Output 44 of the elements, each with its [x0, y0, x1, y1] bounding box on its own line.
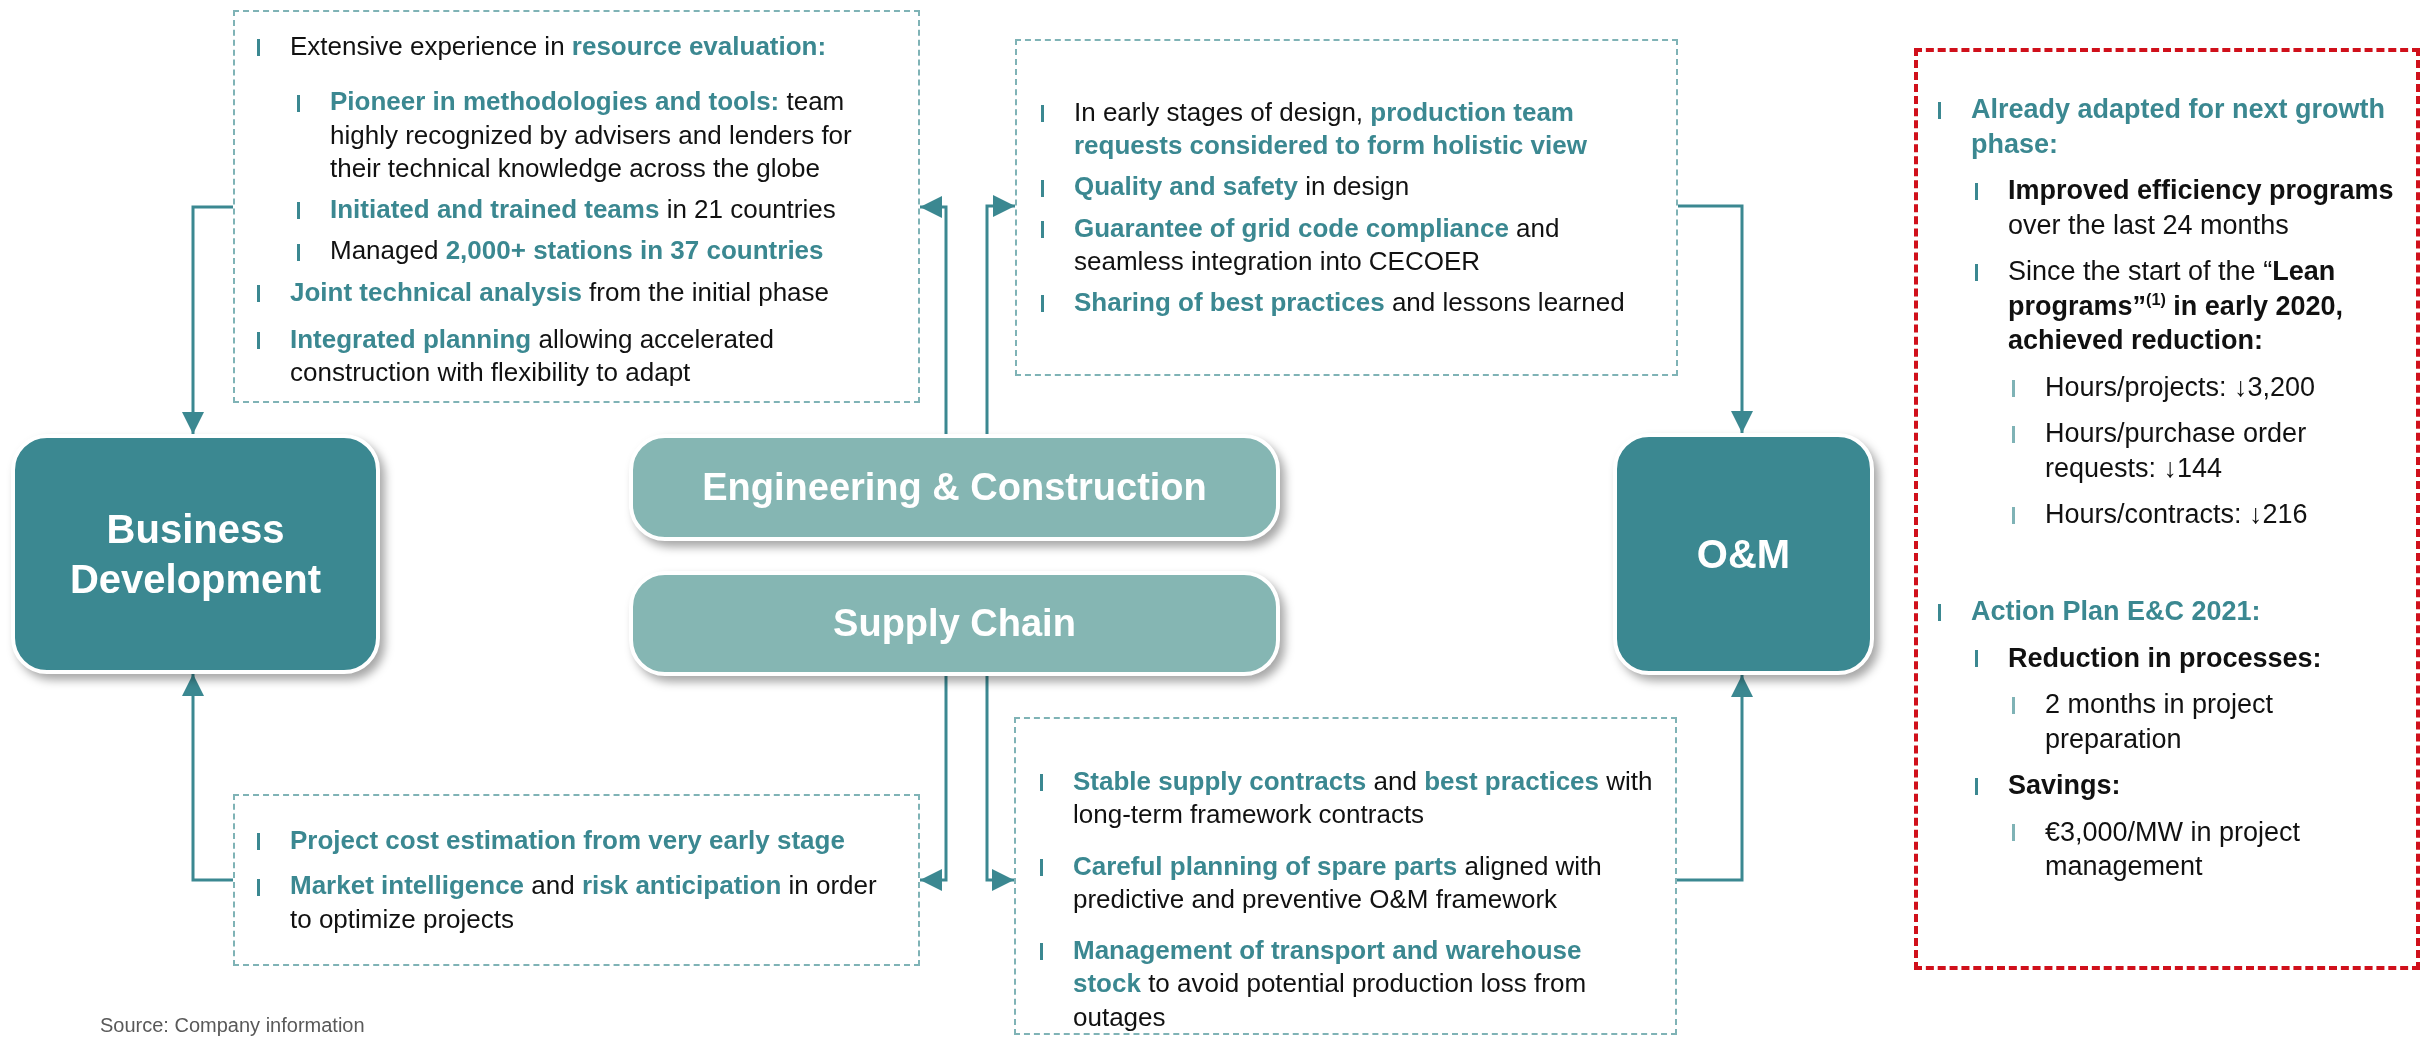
bullet-text: Improved efficiency programs over the last 24 months	[2008, 174, 2395, 242]
arrow	[1677, 675, 1753, 882]
bullet-text: Management of transport and warehouse stock to avoid potential production loss from outages	[1073, 934, 1588, 1034]
bullet-text: Project cost estimation from very early stage	[290, 824, 845, 858]
bullet-text: Extensive experience in resource evaluation:	[290, 30, 827, 63]
bullet-text: 2 months in project preparation	[2045, 688, 2275, 756]
bullet-text: Already adapted for next growth phase:	[1971, 93, 2387, 161]
dashed-text-box	[1015, 39, 1678, 376]
bullet-text: Stable supply contracts and best practices with long-term framework contracts	[1073, 765, 1654, 832]
bullet-text: Since the start of the “Lean programs”$^{(1)}$ in early 2020, achieved reduction:	[2008, 255, 2344, 358]
process-label: Supply Chain	[832, 600, 1077, 646]
arrow	[920, 196, 948, 434]
arrow	[920, 676, 948, 891]
bullet-text: Integrated planning allowing accelerated construction with flexibility to adapt	[290, 322, 776, 390]
arrow	[1678, 204, 1753, 433]
bullet-text: Managed 2,000+ stations in 37 countries	[330, 234, 824, 268]
bullet-text: Guarantee of grid code compliance and seamless integration into CECOER	[1074, 211, 1561, 278]
arrow	[985, 676, 1014, 891]
bullet-text: Pioneer in methodologies and tools: team highly recognized by advisers and lenders for their technical knowledge across the globe	[330, 85, 853, 185]
arrow	[985, 195, 1015, 434]
bullet-text: Savings:	[2008, 769, 2121, 803]
arrow	[182, 205, 233, 434]
bullet-text: Initiated and trained teams in 21 countries	[330, 193, 836, 227]
dashed-text-box	[1014, 717, 1677, 1035]
dashed-text-box	[233, 794, 920, 966]
bullet-text: In early stages of design, production team requests considered to form holistic view	[1074, 95, 1588, 162]
dashed-text-box	[233, 10, 920, 403]
bullet-text: Reduction in processes:	[2008, 641, 2322, 675]
bullet-text: Hours/purchase order requests: ↓144	[2045, 417, 2308, 485]
process-label: Engineering & Construction	[701, 464, 1208, 510]
highlight-box	[1914, 48, 2420, 970]
bullet-text: Hours/projects: ↓3,200	[2045, 370, 2316, 404]
bullet-text: Market intelligence and risk anticipation in order to optimize projects	[290, 869, 878, 936]
bullet-text: Sharing of best practices and lessons learned	[1074, 286, 1625, 320]
bullet-text: €3,000/MW in project management	[2045, 815, 2302, 884]
process-label: Business Development	[68, 506, 323, 603]
bullet-text: Careful planning of spare parts aligned with predictive and preventive O&M framework	[1073, 849, 1603, 916]
bullet-text: Quality and safety in design	[1074, 170, 1410, 204]
source-note: Source: Company information	[100, 1014, 365, 1037]
bullet-text: Joint technical analysis from the initial phase	[290, 275, 830, 309]
process-label: O&M	[1695, 531, 1792, 578]
arrow	[182, 674, 233, 882]
bullet-text: Hours/contracts: ↓216	[2045, 498, 2308, 532]
bullet-text: Action Plan E&C 2021:	[1971, 595, 2261, 628]
